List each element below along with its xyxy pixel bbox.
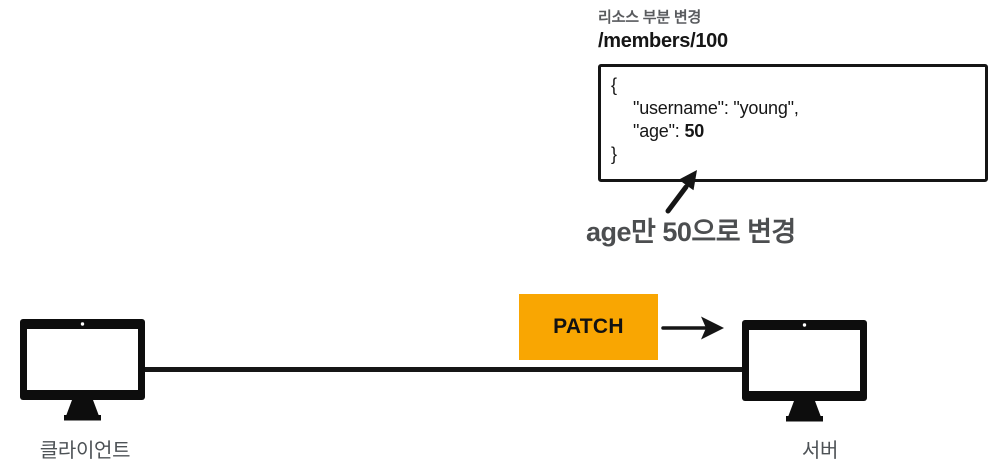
client-monitor-icon: [20, 319, 145, 421]
client-label: 클라이언트: [39, 440, 131, 462]
server-label: 서버: [801, 440, 839, 462]
resource-path: /members/100: [598, 30, 728, 52]
json-body-box: { "username": "young", "age": 50 }: [598, 64, 988, 182]
json-open-brace: {: [611, 75, 617, 95]
request-arrow-icon: [661, 316, 724, 340]
callout-text: age만 50으로 변경: [586, 217, 796, 247]
server-monitor-icon: [742, 320, 867, 422]
client-server-line: [140, 367, 744, 372]
callout-arrow-icon: [665, 170, 697, 214]
patch-method-label: PATCH: [553, 315, 624, 338]
json-field-age: "age": 50: [611, 120, 977, 143]
json-field-age-value: 50: [684, 121, 705, 141]
json-field-username: "username": "young",: [633, 98, 799, 118]
section-label: 리소스 부분 변경: [598, 9, 702, 26]
patch-method-box: PATCH: [519, 294, 658, 360]
json-close-brace: }: [611, 144, 617, 164]
json-field-age-key: "age":: [633, 121, 680, 141]
